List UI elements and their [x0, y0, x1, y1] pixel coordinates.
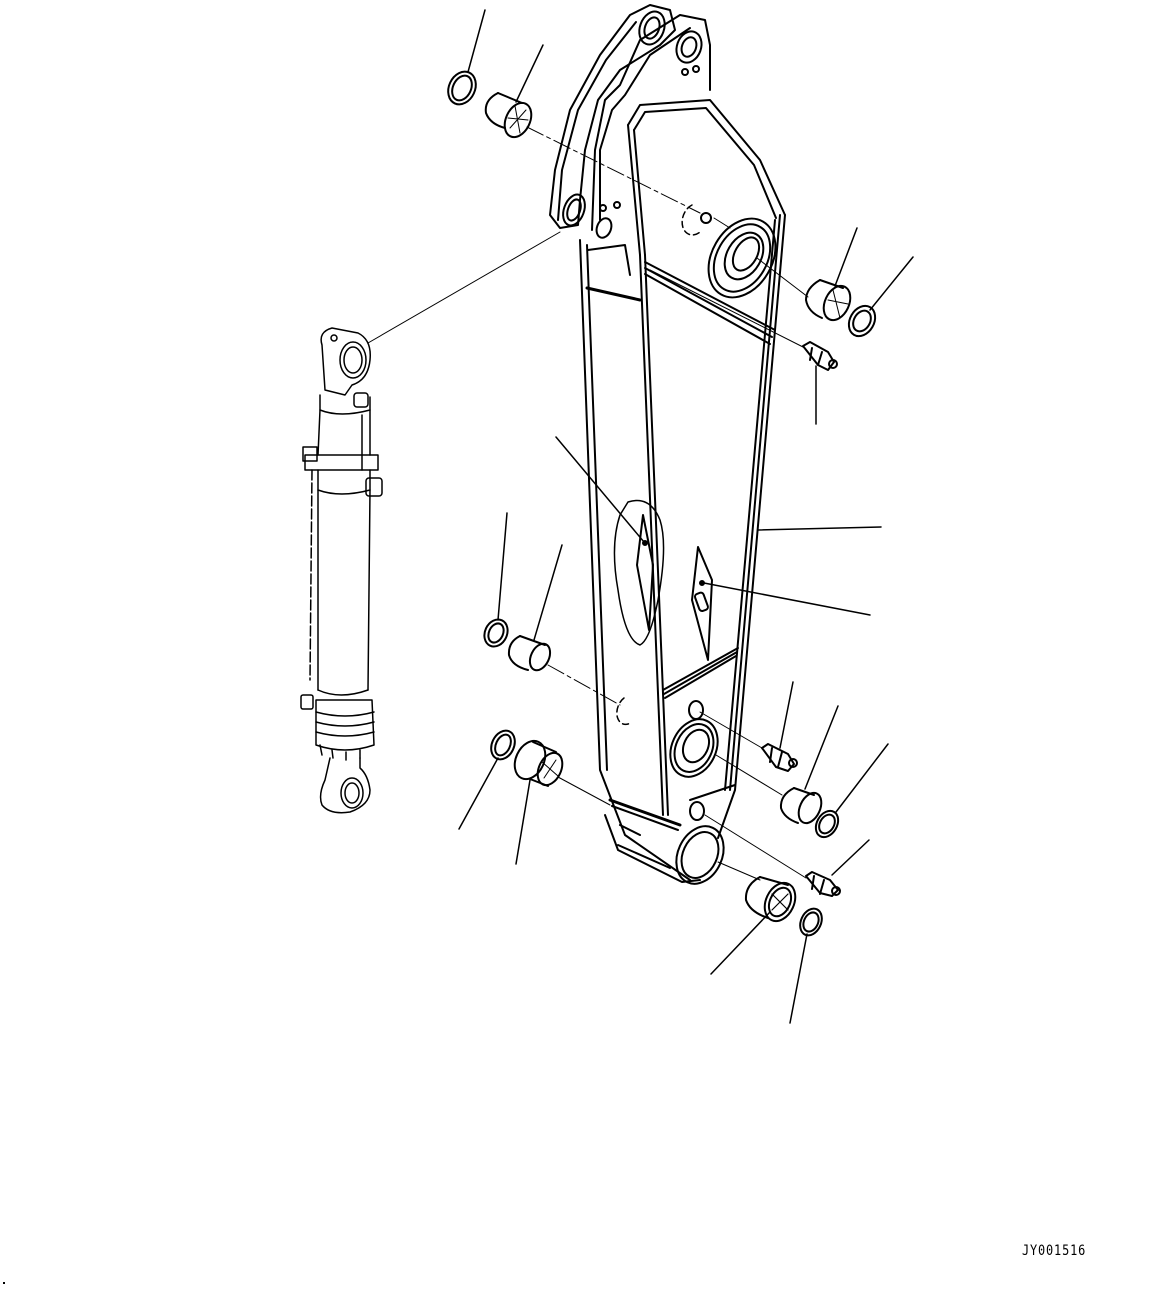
bushing-mid-left	[507, 635, 552, 672]
bushing-top	[484, 92, 533, 139]
seal-bottom	[799, 907, 823, 937]
arm-top-bracket	[549, 4, 711, 276]
seal-top	[447, 70, 477, 106]
seal-lower-right	[814, 809, 840, 839]
grease-port-upper	[700, 212, 712, 224]
arm-cylinder	[300, 327, 383, 814]
assembly-lines	[367, 126, 809, 881]
seal-upper-right	[847, 304, 877, 338]
grease-fitting-upper	[802, 341, 838, 371]
plate-diamond-right	[691, 546, 713, 661]
bushing-lower-right	[779, 787, 823, 825]
arm-upper-boss	[707, 217, 777, 299]
plate-diamond-left	[613, 499, 665, 646]
arm-lower-boss	[669, 700, 725, 885]
grease-fitting-middle	[761, 743, 798, 772]
bushing-bottom	[744, 876, 797, 923]
seal-mid-left	[483, 618, 509, 648]
corner-mark	[3, 1282, 5, 1284]
drawing-id-label: JY001516	[1022, 1243, 1087, 1259]
seal-lower-left	[490, 729, 516, 761]
hidden-hole-upper	[681, 204, 701, 236]
hidden-hole-lower	[616, 697, 633, 726]
grease-fitting-lower	[805, 871, 841, 897]
arm	[579, 99, 786, 883]
leader-lines	[458, 9, 914, 1024]
bushing-upper-right	[805, 279, 852, 322]
bushing-lower-left	[513, 739, 564, 787]
